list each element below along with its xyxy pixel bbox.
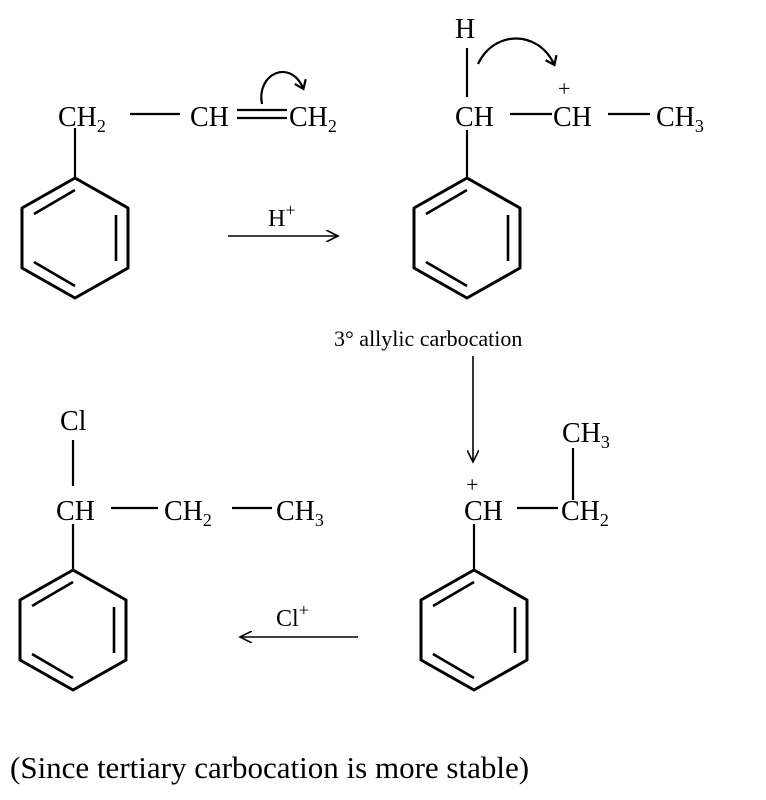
ch2-label: CH2	[58, 102, 106, 136]
ch3-label: CH3	[562, 418, 610, 452]
reagent-label: Cl+	[276, 600, 309, 632]
ch2-label: CH2	[164, 496, 212, 530]
h-label: H	[455, 14, 475, 45]
ch-label: CH	[190, 102, 229, 133]
structure-product: Cl CH CH2 CH3	[18, 406, 324, 692]
arrow-step-2: 3° allylic carbocation	[334, 326, 522, 462]
curved-arrow-icon	[260, 70, 307, 105]
benzene-ring	[412, 176, 522, 300]
rearrangement-label: 3° allylic carbocation	[334, 326, 522, 351]
ch-label: CH	[455, 102, 494, 133]
caption: (Since tertiary carbocation is more stab…	[10, 750, 529, 785]
positive-charge: +	[466, 472, 478, 497]
benzene-inner-bonds	[33, 188, 118, 288]
ch2-label: CH2	[561, 496, 609, 530]
structure-allylbenzene: CH2 CH CH2	[20, 70, 337, 300]
ch2-label: CH2	[289, 102, 337, 136]
ch-label: CH	[553, 102, 592, 133]
positive-charge: +	[558, 76, 570, 101]
ch3-label: CH3	[656, 102, 704, 136]
benzene-inner-bonds	[31, 580, 116, 680]
benzene-inner-bonds	[432, 580, 517, 680]
benzene-ring	[20, 176, 130, 300]
benzene-ring	[18, 568, 128, 692]
ch3-label: CH3	[276, 496, 324, 530]
cl-label: Cl	[60, 406, 87, 437]
reagent-label: H+	[268, 200, 296, 232]
arrow-step-1: H+	[228, 200, 338, 236]
structure-tertiary-carbocation: CH3 + CH CH2	[419, 418, 610, 692]
ch-label: CH	[56, 496, 95, 527]
ch-label: CH	[464, 496, 503, 527]
arrow-step-3: Cl+	[240, 600, 358, 637]
structure-secondary-carbocation: H CH + CH CH3	[412, 14, 704, 300]
benzene-inner-bonds	[425, 188, 510, 288]
curved-arrow-icon	[477, 37, 558, 67]
benzene-ring	[419, 568, 529, 692]
